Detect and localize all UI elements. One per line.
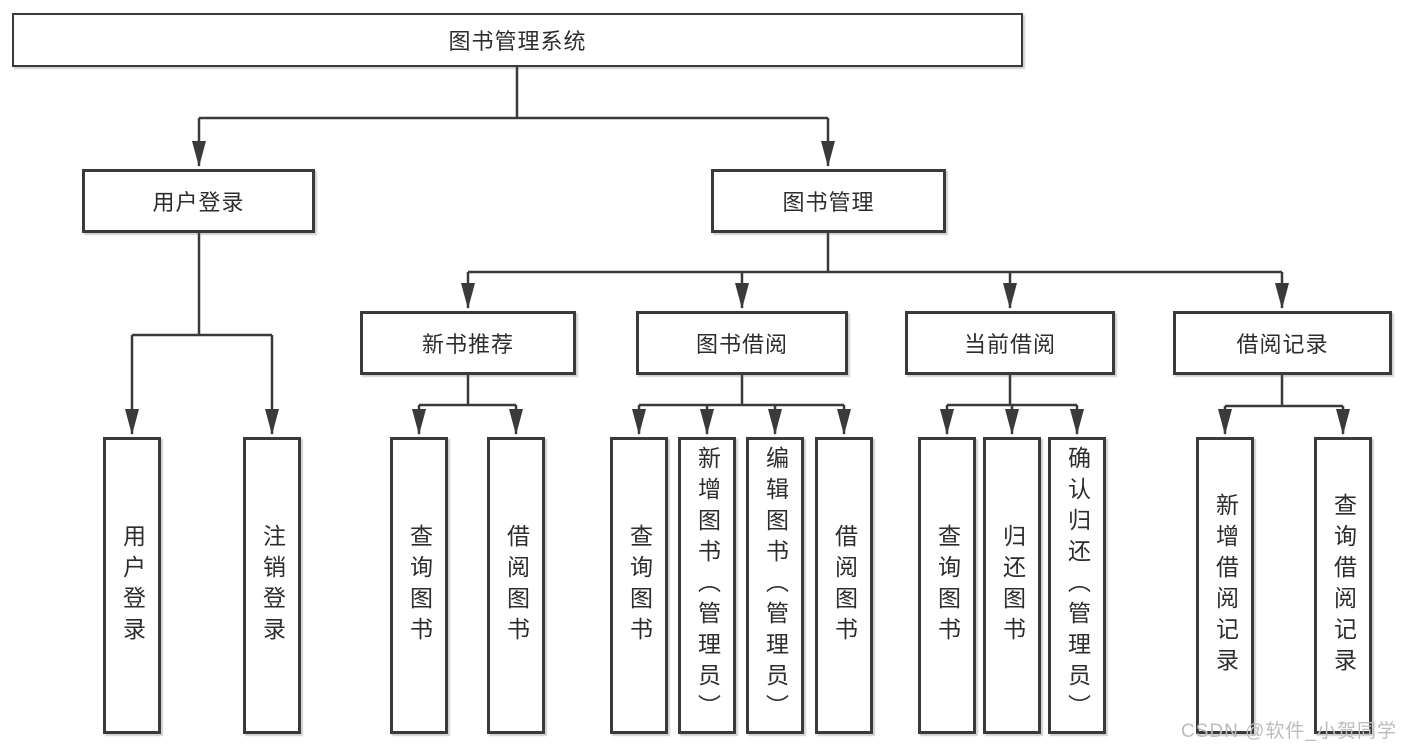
- node-book-management-label: 图书管理: [782, 190, 875, 215]
- csdn-watermark: CSDN @软件_小贺同学: [1181, 721, 1397, 742]
- leaf-return-book-label: 归还图书: [999, 523, 1026, 648]
- leaf-borrow-book-recommend-label: 借阅图书: [503, 523, 530, 648]
- leaf-query-borrow-record: 查询借阅记录: [1314, 437, 1372, 734]
- leaf-confirm-return-admin: 确认归还（管理员）: [1048, 437, 1106, 734]
- leaf-query-book-recommend: 查询图书: [390, 437, 448, 734]
- leaf-query-book-borrow: 查询图书: [610, 437, 668, 734]
- node-current-borrow-label: 当前借阅: [963, 332, 1056, 357]
- node-borrow-records: 借阅记录: [1173, 311, 1392, 375]
- leaf-add-book-admin-label: 新增图书（管理员）: [694, 446, 721, 725]
- leaf-query-book-current: 查询图书: [918, 437, 976, 734]
- node-user-login-label: 用户登录: [152, 190, 245, 215]
- leaf-query-book-recommend-label: 查询图书: [406, 523, 433, 648]
- node-new-book-recommend: 新书推荐: [360, 311, 576, 375]
- leaf-confirm-return-admin-label: 确认归还（管理员）: [1064, 446, 1091, 725]
- leaf-edit-book-admin-label: 编辑图书（管理员）: [762, 446, 789, 725]
- leaf-query-book-current-label: 查询图书: [934, 523, 961, 648]
- node-current-borrow: 当前借阅: [905, 311, 1115, 375]
- leaf-query-book-borrow-label: 查询图书: [626, 523, 653, 648]
- leaf-add-book-admin: 新增图书（管理员）: [678, 437, 736, 734]
- node-book-management: 图书管理: [711, 169, 946, 233]
- leaf-add-borrow-record-label: 新增借阅记录: [1212, 492, 1239, 679]
- leaf-edit-book-admin: 编辑图书（管理员）: [746, 437, 804, 734]
- leaf-add-borrow-record: 新增借阅记录: [1196, 437, 1254, 734]
- leaf-logout: 注销登录: [243, 437, 301, 734]
- leaf-return-book: 归还图书: [983, 437, 1041, 734]
- leaf-borrow-book-recommend: 借阅图书: [487, 437, 545, 734]
- node-borrow-records-label: 借阅记录: [1236, 332, 1329, 357]
- leaf-query-borrow-record-label: 查询借阅记录: [1330, 492, 1357, 679]
- leaf-borrow-book: 借阅图书: [815, 437, 873, 734]
- node-book-borrow: 图书借阅: [636, 311, 848, 375]
- node-book-borrow-label: 图书借阅: [695, 332, 788, 357]
- node-user-login: 用户登录: [82, 169, 315, 233]
- leaf-user-login-label: 用户登录: [119, 523, 146, 648]
- leaf-user-login: 用户登录: [103, 437, 161, 734]
- node-root-label: 图书管理系统: [448, 29, 587, 54]
- node-new-book-recommend-label: 新书推荐: [421, 332, 514, 357]
- node-root: 图书管理系统: [12, 13, 1023, 67]
- leaf-logout-label: 注销登录: [259, 523, 286, 648]
- leaf-borrow-book-label: 借阅图书: [831, 523, 858, 648]
